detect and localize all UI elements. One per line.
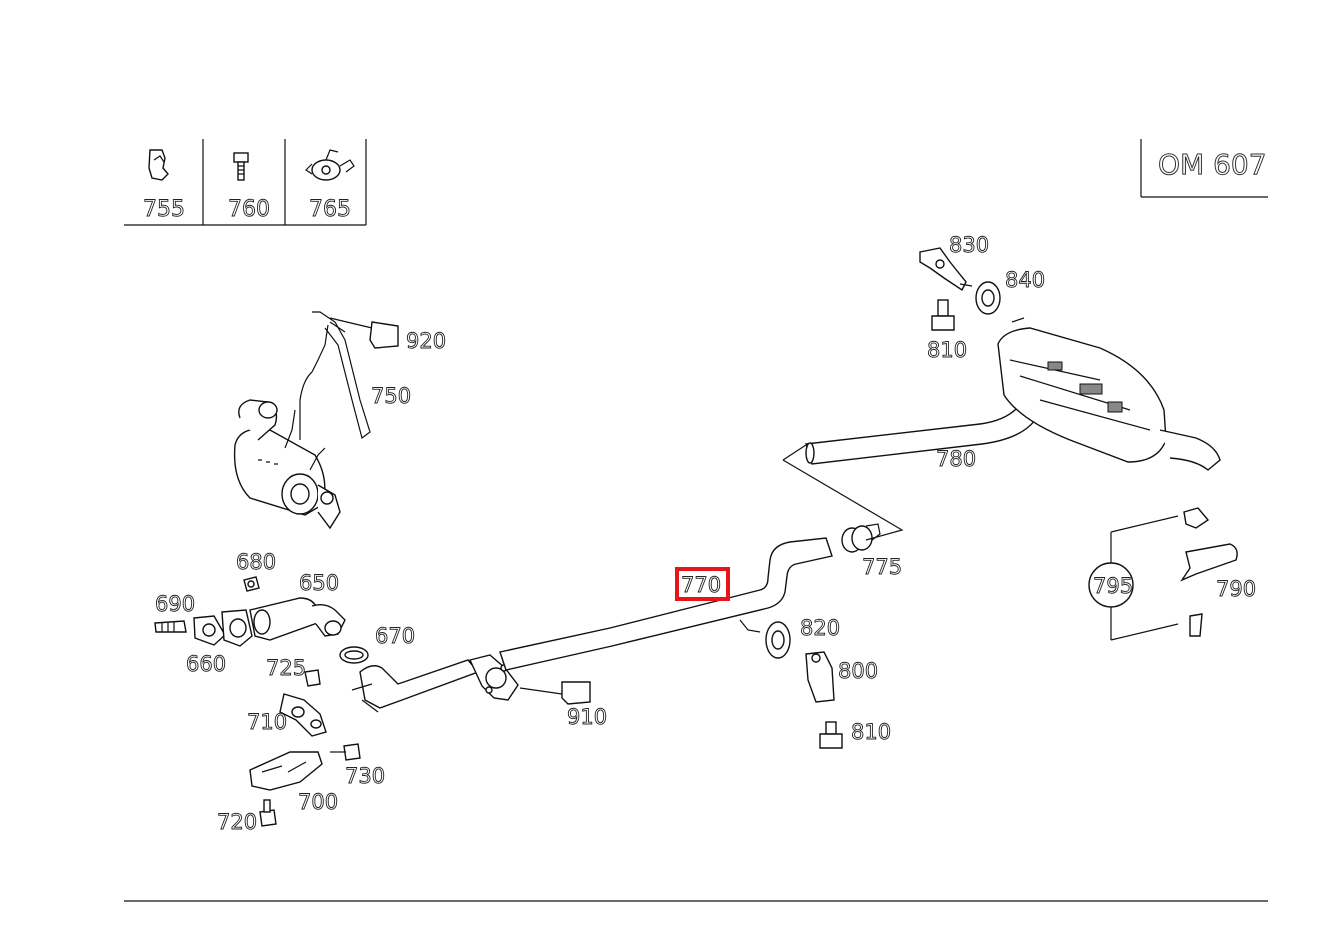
legend-item-760-number: 760 <box>228 197 270 222</box>
callout-750: 750 <box>371 384 411 408</box>
particulate-filter-assembly <box>233 311 399 530</box>
callout-790: 790 <box>1216 577 1256 601</box>
upper-hanger-group <box>919 247 1001 331</box>
legend-item-755-number: 755 <box>143 197 185 222</box>
rear-silencer <box>997 317 1221 471</box>
callout-810-upper: 810 <box>927 338 967 362</box>
engine-code: OM 607 <box>1158 148 1267 181</box>
callout-725: 725 <box>266 656 306 680</box>
engine-code-box: OM 607 <box>1140 139 1268 198</box>
intermediate-pipe <box>351 654 591 713</box>
callout-795: 795 <box>1093 574 1133 598</box>
middle-pipe-770 <box>499 537 833 671</box>
callout-660: 660 <box>186 652 226 676</box>
callout-800: 800 <box>838 659 878 683</box>
callout-770-highlight-box <box>675 567 730 601</box>
bracket-group <box>249 669 361 827</box>
callout-775: 775 <box>862 555 902 579</box>
callout-730: 730 <box>345 764 385 788</box>
callout-720: 720 <box>217 810 257 834</box>
callout-770[interactable]: 770 <box>681 573 722 598</box>
lower-hanger-group <box>765 621 843 749</box>
callout-920: 920 <box>406 329 446 353</box>
callout-670: 670 <box>375 624 415 648</box>
hanger-icon <box>305 149 355 181</box>
callout-830: 830 <box>949 233 989 257</box>
callout-650: 650 <box>299 571 339 595</box>
callout-820: 820 <box>800 616 840 640</box>
callout-780: 780 <box>936 447 976 471</box>
tailpipe-trim-group <box>1088 507 1238 641</box>
rear-pipe-780 <box>782 395 1041 541</box>
legend-box: 755 760 765 <box>124 139 367 226</box>
callout-810-lower: 810 <box>851 720 891 744</box>
front-pipe-group <box>154 576 369 664</box>
callout-710: 710 <box>247 710 287 734</box>
callout-840: 840 <box>1005 268 1045 292</box>
callout-680: 680 <box>236 550 276 574</box>
bolt-icon <box>233 152 249 181</box>
legend-item-765-number: 765 <box>309 197 351 222</box>
callout-910: 910 <box>567 705 607 729</box>
clip-icon <box>148 149 169 181</box>
callout-690: 690 <box>155 592 195 616</box>
callout-700: 700 <box>298 790 338 814</box>
